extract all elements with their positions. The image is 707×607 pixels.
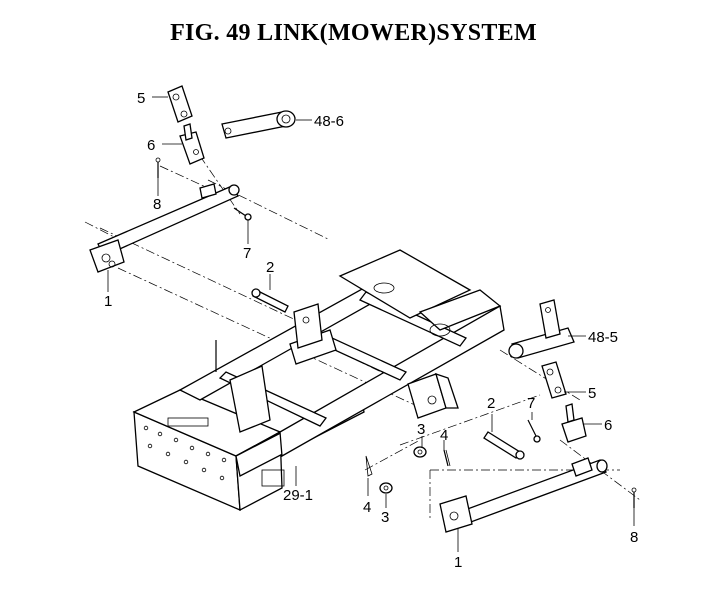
callout-5-top: 5 [137,90,145,107]
pin-8-left [155,157,161,178]
leader-lines [107,96,635,552]
link-arm-48-5 [508,299,575,359]
washer-3-upper [413,446,427,458]
callout-8-left: 8 [153,196,161,213]
bracket-5-right [541,361,567,399]
callout-6-top: 6 [147,137,155,154]
callout-4-lower: 4 [363,499,371,516]
callout-7-right: 7 [527,395,535,412]
callout-4-upper: 4 [440,427,448,444]
callout-6-right: 6 [604,417,612,434]
pin-2-right [483,431,525,460]
figure-title: FIG. 49 LINK(MOWER)SYSTEM [170,20,537,46]
pin-8-right [631,487,637,508]
callout-1-left: 1 [104,293,112,310]
callout-2-left: 2 [266,259,274,276]
bracket-6-right [561,403,587,443]
pin-7-left [233,207,252,221]
callout-3-upper: 3 [417,421,425,438]
callout-29-1: 29-1 [283,487,313,504]
callout-7-left: 7 [243,245,251,262]
pin-2-left [251,288,289,313]
callout-5-right: 5 [588,385,596,402]
washer-3-lower [379,482,393,494]
callout-1-right: 1 [454,554,462,571]
link-arm-48-6 [221,110,296,139]
callout-48-5: 48-5 [588,329,618,346]
callout-8-right: 8 [630,529,638,546]
link-bar-1-right [439,457,608,533]
main-frame-29-1 [132,249,505,512]
bracket-6-top [179,123,205,165]
bracket-5-top [167,85,193,123]
cotter-pin-4-upper [443,449,451,467]
pin-7-right [527,419,541,443]
callout-48-6: 48-6 [314,113,344,130]
link-bar-1-left [89,183,240,273]
mount-block-right [407,372,459,419]
callout-2-right: 2 [487,395,495,412]
callout-3-lower: 3 [381,509,389,526]
cotter-pin-4-lower [365,455,373,477]
